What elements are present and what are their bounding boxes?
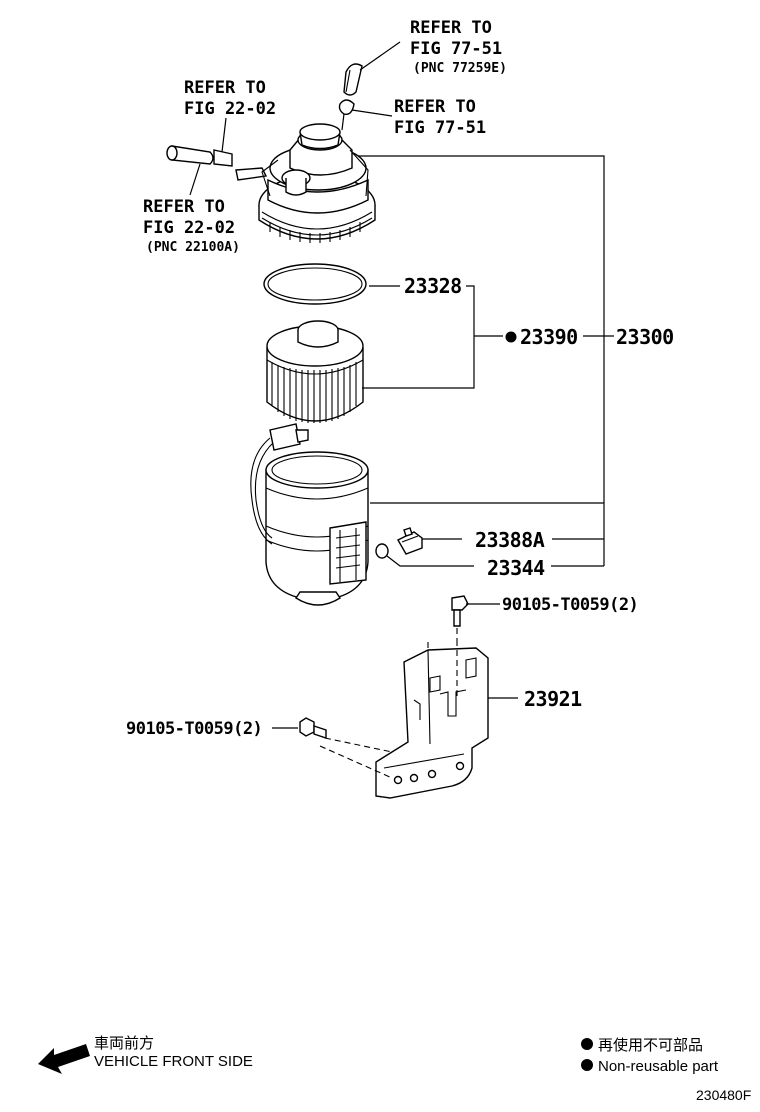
part-number-23300[interactable]: 23300 <box>616 325 674 349</box>
sensor-o-ring <box>375 543 389 559</box>
part-number-23344[interactable]: 23344 <box>487 556 546 580</box>
part-number-23390[interactable]: 23390 <box>520 325 578 349</box>
arrow-front-icon <box>38 1044 90 1074</box>
ref-fig-22-02-bottom-line1: REFER TO <box>143 197 225 217</box>
part-number-23328[interactable]: 23328 <box>404 274 462 298</box>
ref-fig-22-02-top-line2: FIG 22-02 <box>184 99 276 119</box>
bolt-lower <box>299 717 327 739</box>
bracket <box>319 640 489 799</box>
water-sensor <box>397 527 423 555</box>
filter-head <box>235 123 376 243</box>
ref-fig-22-02-bottom-line2: FIG 22-02 <box>143 218 235 238</box>
leader-lines <box>272 155 614 729</box>
part-number-23388A[interactable]: 23388A <box>475 528 545 552</box>
o-ring <box>263 263 367 305</box>
part-number-23921[interactable]: 23921 <box>524 687 583 711</box>
legend-bullet-icon <box>581 1038 593 1050</box>
clip-fig-77-51 <box>338 99 393 131</box>
part-number-90105-lower[interactable]: 90105-T0059(2) <box>126 719 263 739</box>
ref-fig-22-02-top-line1: REFER TO <box>184 78 266 98</box>
nonreusable-label-jp: 再使用不可部品 <box>598 1037 703 1054</box>
bolt-upper <box>451 595 469 640</box>
figure-id: 230480F <box>696 1087 751 1103</box>
ref-fig-22-02-bottom-pnc: (PNC 22100A) <box>146 240 240 255</box>
hose-fig-22-02 <box>166 117 233 196</box>
ref-fig-77-51-top-line2: FIG 77-51 <box>410 39 502 59</box>
ref-fig-77-51-top-line1: REFER TO <box>410 18 492 38</box>
part-number-90105-upper[interactable]: 90105-T0059(2) <box>502 595 639 615</box>
nonreusable-bullet-icon <box>505 331 517 343</box>
hose-fig-77-51 <box>343 41 401 96</box>
nonreusable-label-en: Non-reusable part <box>598 1058 719 1075</box>
ref-fig-77-51-mid-line2: FIG 77-51 <box>394 118 486 138</box>
filter-element <box>266 320 364 423</box>
legend-bullet-icon <box>581 1059 593 1071</box>
direction-label-jp: 車両前方 <box>94 1035 154 1052</box>
filter-case <box>250 423 369 606</box>
ref-fig-77-51-mid-line1: REFER TO <box>394 97 476 117</box>
direction-label-en: VEHICLE FRONT SIDE <box>94 1053 253 1070</box>
ref-fig-77-51-top-pnc: (PNC 77259E) <box>413 61 507 76</box>
